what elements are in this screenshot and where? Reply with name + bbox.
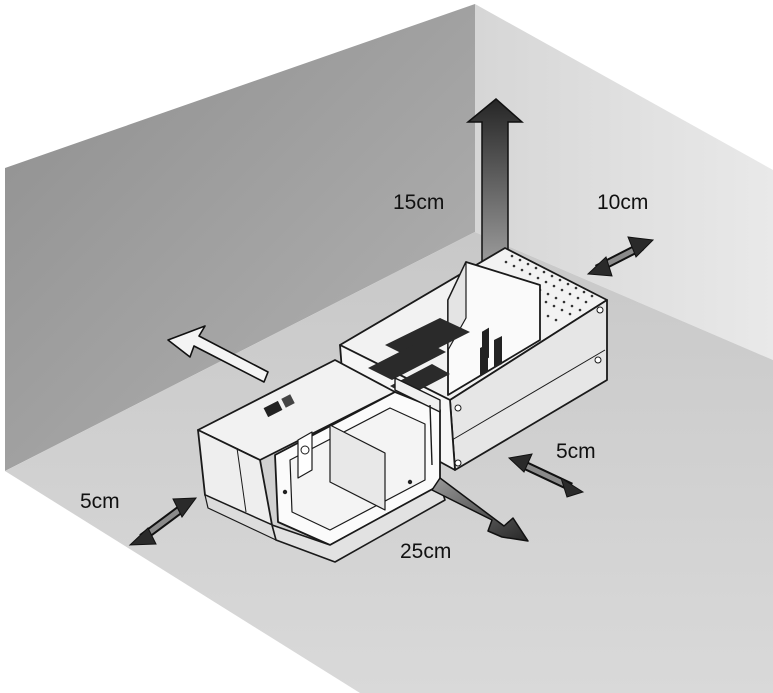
label-left-clearance: 5cm <box>80 490 120 513</box>
control-switch <box>281 394 295 408</box>
screw <box>596 306 604 314</box>
hopper-slot <box>480 344 488 376</box>
label-top-clearance: 15cm <box>393 191 444 214</box>
back-wall <box>5 4 475 471</box>
arrow-back-right <box>586 236 655 277</box>
right-wall <box>475 4 773 360</box>
vent-grille <box>504 254 594 322</box>
arrow-up <box>465 98 524 263</box>
label-front-clearance: 25cm <box>400 540 451 563</box>
screw <box>454 404 462 412</box>
label-back-clearance: 10cm <box>597 191 648 214</box>
tray-wall <box>329 424 386 511</box>
screw <box>594 356 602 364</box>
hopper-slot <box>494 336 502 368</box>
tray-guide <box>297 431 313 479</box>
label-right-clearance: 5cm <box>556 440 596 463</box>
control-switch <box>263 400 283 418</box>
arrow-front <box>431 477 529 542</box>
arrow-left-front <box>128 497 198 546</box>
lid-arm <box>394 377 441 413</box>
arrow-right-side <box>507 453 585 498</box>
base-plate <box>271 484 446 563</box>
ribbon-slot <box>368 340 446 380</box>
printer-device <box>197 247 608 563</box>
arrow-left-back <box>167 325 269 383</box>
screw <box>454 459 462 467</box>
